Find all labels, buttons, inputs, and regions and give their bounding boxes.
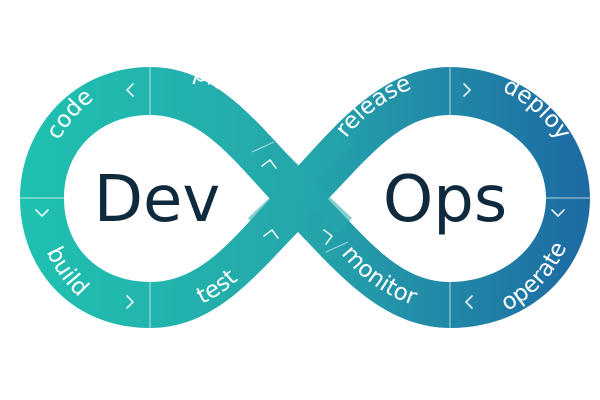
dev-label: Dev [94, 163, 221, 237]
chevron-left-icon [126, 83, 134, 97]
chevron-up-left-icon [323, 229, 333, 245]
separator-cross-b [325, 241, 349, 253]
chevron-up-right-icon [263, 229, 279, 239]
chevron-up-right-icon [261, 159, 277, 169]
crossing-overlay [248, 130, 352, 234]
chevron-right-icon [126, 295, 134, 309]
chevron-right-icon [463, 83, 471, 97]
ops-label: Ops [383, 163, 507, 237]
chevron-down-icon [551, 209, 565, 217]
separator-cross-a [251, 141, 275, 153]
chevron-down-icon [35, 209, 49, 217]
chevron-left-icon [465, 295, 473, 309]
